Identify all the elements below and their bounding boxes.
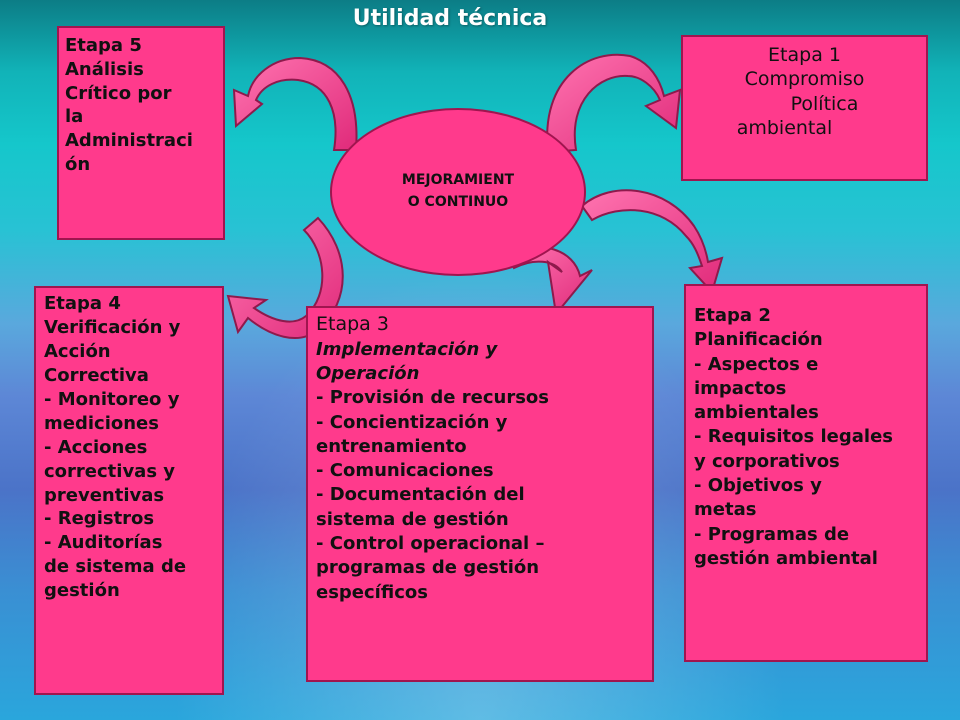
etapa2-text: y corporativos: [694, 450, 840, 472]
etapa3-text: - Comunicaciones: [316, 460, 494, 482]
etapa3-text: - Provisión de recursos: [316, 387, 550, 409]
etapa1-box: Etapa 1 Compromiso Política ambiental: [681, 35, 928, 181]
etapa4-text: gestión: [44, 580, 120, 602]
etapa5-text: ón: [65, 153, 91, 175]
etapa5-text: la: [65, 106, 84, 128]
etapa4-text: - Registros: [44, 508, 155, 530]
etapa3-text: específicos: [316, 581, 428, 603]
etapa3-subtitle: Implementación y: [316, 338, 498, 360]
etapa4-text: - Acciones: [44, 436, 148, 458]
etapa4-text: preventivas: [44, 484, 165, 506]
etapa1-heading: Etapa 1: [768, 44, 841, 66]
etapa3-text: sistema de gestión: [316, 508, 509, 530]
etapa3-text: programas de gestión: [316, 557, 540, 579]
etapa2-text: gestión ambiental: [694, 547, 878, 569]
etapa2-box: Etapa 2 Planificación - Aspectos e impac…: [684, 284, 928, 662]
etapa3-text: - Control operacional –: [316, 533, 545, 555]
etapa4-text: Verificación y: [44, 316, 181, 338]
etapa1-text: Compromiso: [744, 68, 865, 91]
etapa2-text: Planificación: [694, 329, 823, 351]
etapa5-heading: Etapa 5: [65, 35, 142, 56]
etapa5-text: Administraci: [65, 130, 193, 151]
etapa4-text: - Monitoreo y: [44, 388, 180, 410]
etapa5-text: Crítico por: [65, 82, 172, 104]
etapa1-text: Política: [790, 92, 859, 115]
page-title: Utilidad técnica: [352, 6, 548, 31]
etapa3-box: Etapa 3 Implementación y Operación - Pro…: [306, 306, 654, 682]
etapa2-text: impactos: [694, 377, 787, 399]
etapa4-text: correctivas y: [44, 460, 176, 482]
etapa2-text: - Programas de: [694, 523, 850, 545]
etapa5-box: Etapa 5 Análisis Crítico por la Administ…: [57, 26, 225, 240]
etapa2-text: - Requisitos legales: [694, 426, 894, 448]
etapa1-text: ambiental: [736, 116, 833, 139]
etapa5-text: Análisis: [65, 58, 144, 80]
etapa2-heading: Etapa 2: [694, 305, 771, 326]
etapa4-heading: Etapa 4: [44, 293, 121, 314]
etapa2-text: - Objetivos y: [694, 475, 822, 497]
etapa3-heading: Etapa 3: [316, 313, 389, 335]
etapa2-text: ambientales: [694, 402, 819, 424]
etapa4-text: Correctiva: [44, 364, 149, 386]
etapa2-text: - Aspectos e: [694, 353, 819, 375]
center-ellipse: MEJORAMIENT O CONTINUO: [330, 108, 586, 276]
etapa4-text: de sistema de: [44, 556, 187, 578]
etapa4-text: mediciones: [44, 412, 159, 434]
etapa4-text: Acción: [44, 340, 111, 362]
etapa4-text: - Auditorías: [44, 532, 163, 554]
center-label-line: O CONTINUO: [407, 194, 509, 210]
center-label-line: MEJORAMIENT: [401, 172, 515, 189]
etapa3-text: - Concientización y: [316, 411, 508, 433]
etapa2-text: metas: [694, 499, 757, 521]
etapa3-text: - Documentación del: [316, 484, 525, 506]
etapa3-subtitle: Operación: [316, 362, 420, 384]
etapa3-text: entrenamiento: [316, 435, 467, 457]
etapa4-box: Etapa 4 Verificación y Acción Correctiva…: [34, 286, 224, 695]
